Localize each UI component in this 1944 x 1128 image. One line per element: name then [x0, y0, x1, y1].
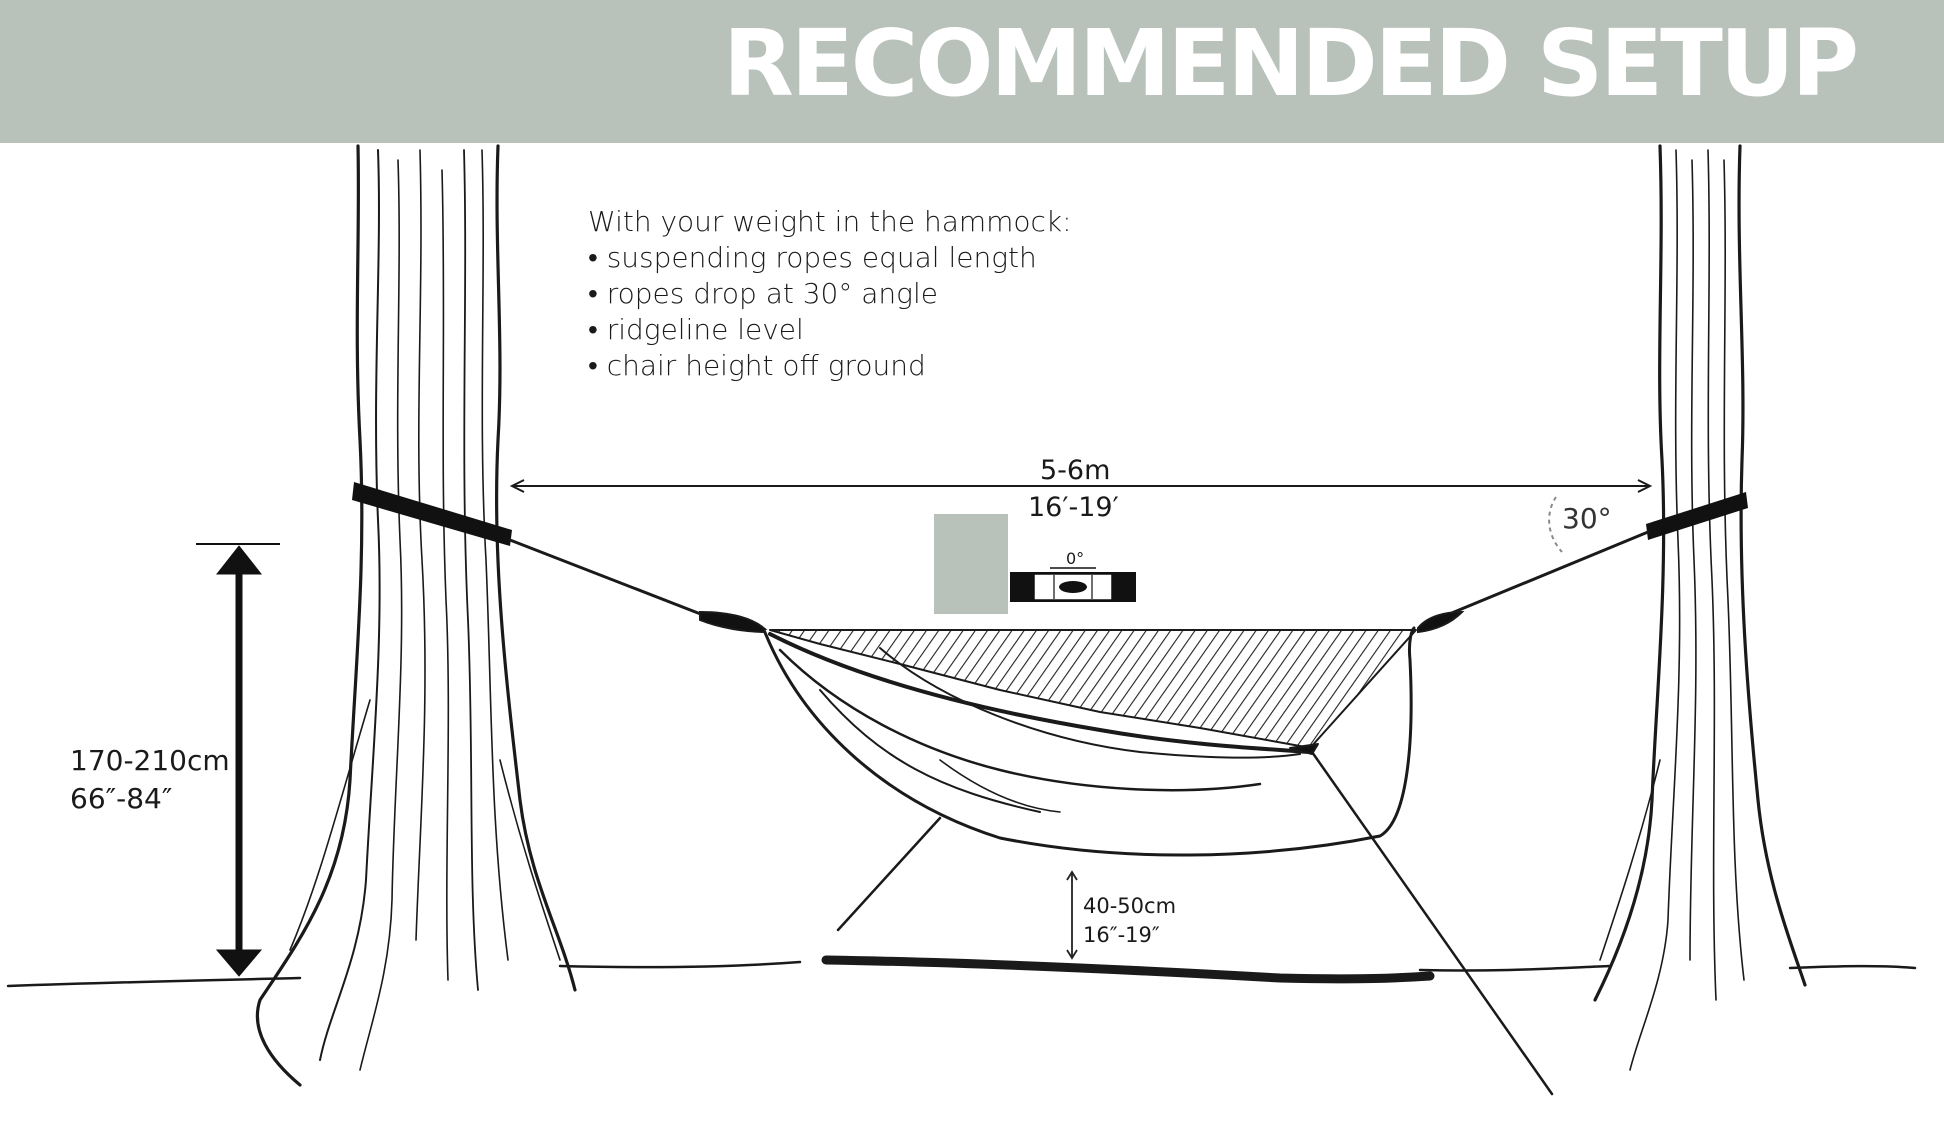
instructions-intro: With your weight in the hammock: [588, 205, 1072, 238]
grey-box [934, 514, 1008, 614]
strap-height-metric: 170-210cm [70, 744, 230, 777]
instruction-item: • ropes drop at 30° angle [588, 277, 938, 310]
chair-height-imperial: 16″-19″ [1083, 923, 1160, 947]
span-arrow [509, 479, 1653, 493]
level-angle-label: 0° [1066, 549, 1085, 568]
angle-arc [1548, 496, 1563, 553]
chair-height-arrow-icon [1066, 870, 1078, 960]
span-label-imperial: 16′-19′ [1028, 492, 1119, 523]
setup-instructions: With your weight in the hammock: • suspe… [588, 204, 1072, 384]
ground-line [6, 955, 1917, 988]
instruction-item: • suspending ropes equal length [588, 241, 1037, 274]
strap-height-imperial: 66″-84″ [70, 782, 173, 815]
instruction-item: • chair height off ground [588, 349, 926, 382]
chair-height-metric: 40-50cm [1083, 894, 1177, 918]
instruction-item: • ridgeline level [588, 313, 804, 346]
tree-trunk-left-icon [255, 144, 577, 1087]
rope-angle-label: 30° [1562, 502, 1612, 535]
tree-strap-icon [352, 482, 1748, 546]
page-title: RECOMMENDED SETUP [723, 10, 1859, 117]
span-label-metric: 5-6m [1040, 455, 1111, 486]
header-bar: RECOMMENDED SETUP [0, 0, 1944, 143]
hammock-icon [762, 626, 1554, 1096]
tree-trunk-right-icon [1593, 144, 1807, 1071]
height-arrow-icon [196, 543, 280, 977]
suspension-ropes [508, 530, 1650, 634]
bubble-level-icon [1010, 567, 1136, 602]
